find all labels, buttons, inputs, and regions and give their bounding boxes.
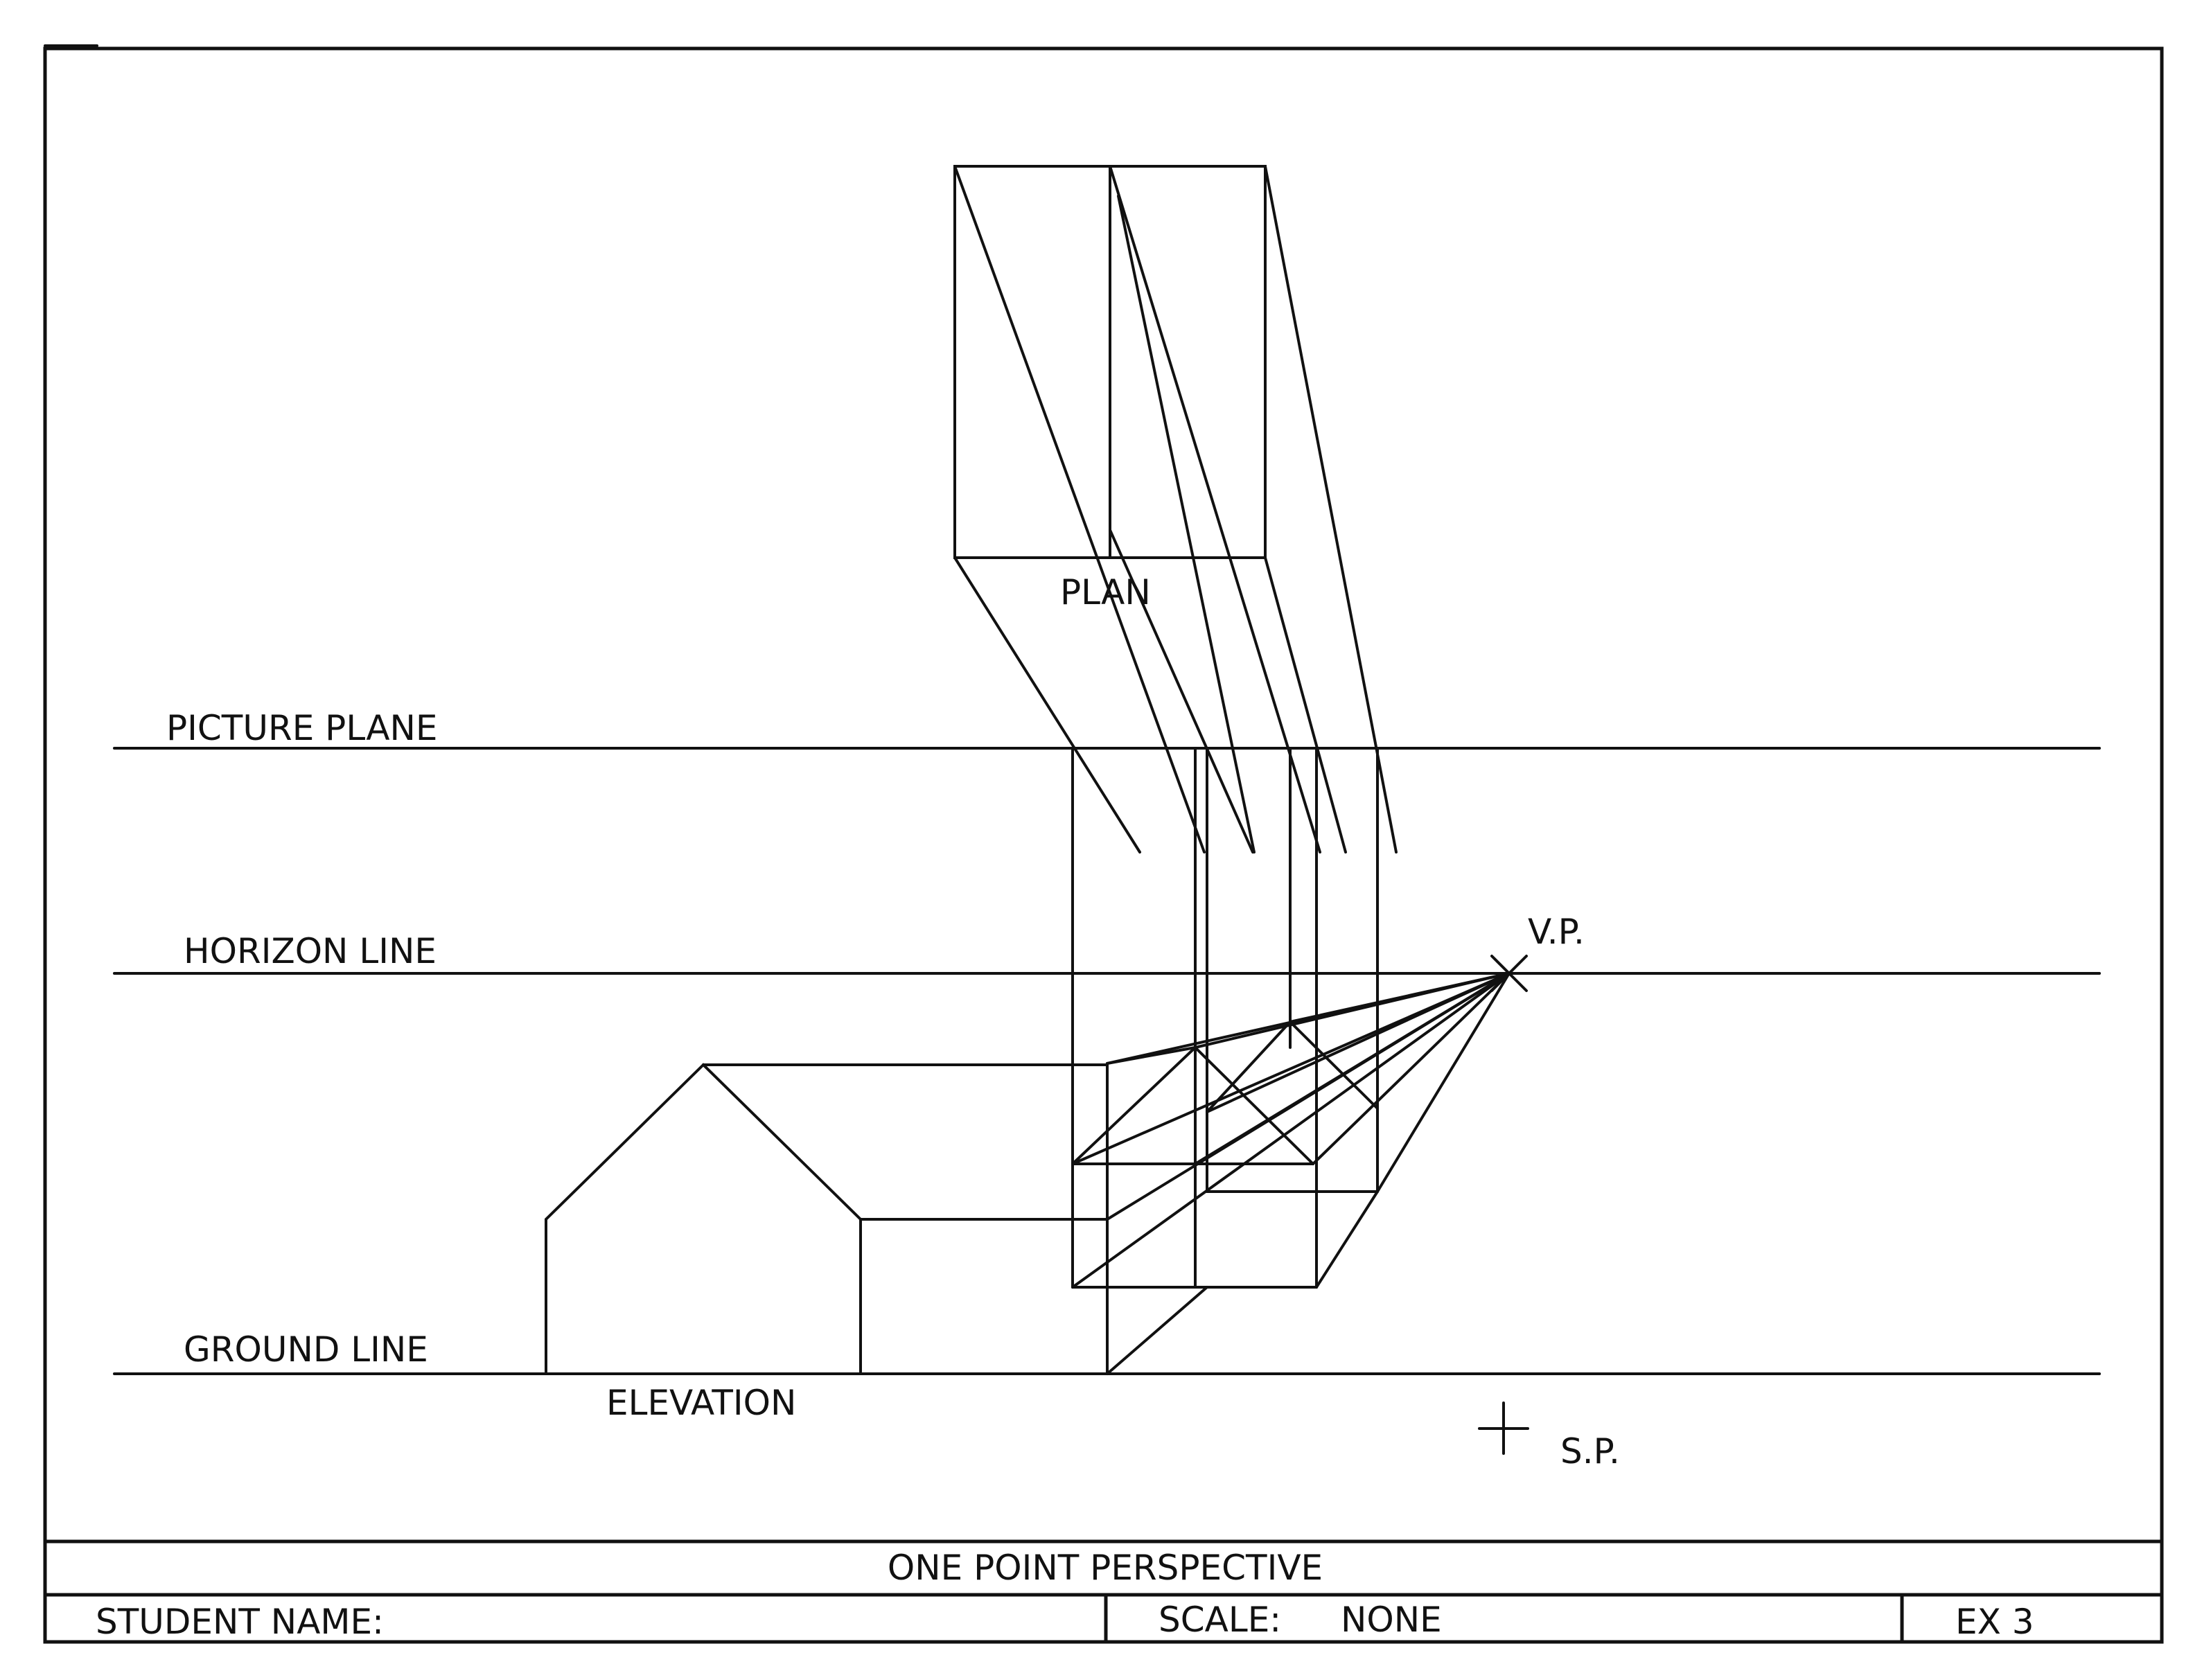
plan-label: PLAN [1060, 572, 1151, 612]
perspective-view [1071, 1020, 1379, 1375]
station-point-marker [1478, 1402, 1529, 1455]
title-block-title: ONE POINT PERSPECTIVE [888, 1548, 1323, 1588]
elevation-view [545, 1063, 1109, 1373]
vanishing-lines [1071, 972, 1510, 1289]
title-block [45, 1539, 2162, 1642]
station-point-label: S.P. [1560, 1431, 1620, 1471]
exercise-number: EX 3 [1955, 1602, 2034, 1642]
ground-line-label: GROUND LINE [184, 1329, 428, 1370]
elevation-label: ELEVATION [606, 1383, 796, 1423]
vanishing-point-marker [1490, 955, 1528, 992]
vanishing-point-label: V.P. [1528, 912, 1585, 952]
plan-view [953, 165, 1398, 854]
horizon-line-label: HORIZON LINE [184, 931, 437, 971]
picture-plane-label: PICTURE PLANE [166, 708, 438, 748]
scale-label: SCALE: [1159, 1600, 1281, 1640]
sheet-border [43, 46, 2164, 1644]
student-name-label: STUDENT NAME: [96, 1602, 384, 1642]
scale-value: NONE [1341, 1600, 1442, 1640]
